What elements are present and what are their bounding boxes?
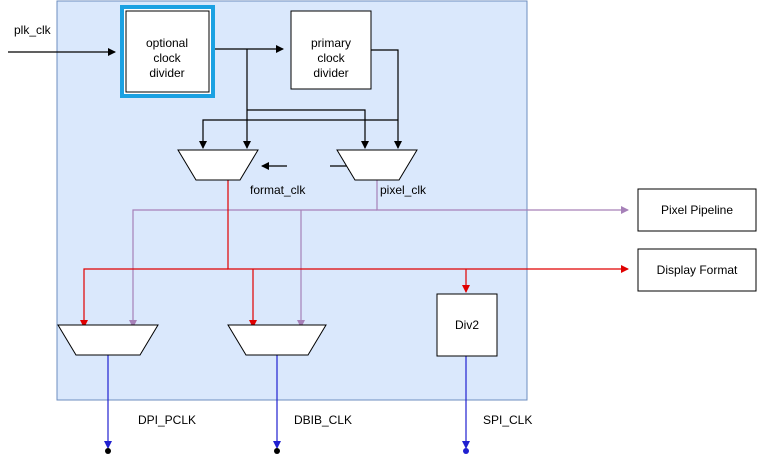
source-clock-wires xyxy=(8,45,402,170)
optional-clock-divider xyxy=(125,10,210,93)
pixel-pipeline-label: Pixel Pipeline xyxy=(661,203,733,217)
optional-divider-line-3: divider xyxy=(149,66,184,80)
display-format-block xyxy=(637,248,757,292)
primary-divider-line-1: primary xyxy=(311,36,351,50)
dpi-pclk-label: DPI_PCLK xyxy=(138,413,196,427)
primary-clock-divider xyxy=(290,10,372,90)
dpi-pclk-mux xyxy=(57,324,159,356)
pixel-clk-label: pixel_clk xyxy=(380,183,427,197)
dbib-clk-label: DBIB_CLK xyxy=(294,413,352,427)
format-clk-wires xyxy=(80,180,629,328)
format-clk-mux xyxy=(177,149,259,181)
display-format-label: Display Format xyxy=(657,263,738,277)
input-clock-label: plk_clk xyxy=(14,23,52,37)
dpi-pclk-terminal xyxy=(105,448,111,454)
spi-clk-terminal xyxy=(463,448,469,454)
spi-clk-label: SPI_CLK xyxy=(483,413,532,427)
div2-block xyxy=(436,293,498,357)
pixel-clk-mux xyxy=(336,149,418,181)
dbib-clk-mux xyxy=(227,324,327,356)
primary-divider-line-2: clock xyxy=(317,51,345,65)
dbib-clk-terminal xyxy=(274,448,280,454)
format-clk-label: format_clk xyxy=(250,183,306,197)
output-clock-wires xyxy=(104,355,470,449)
primary-divider-line-3: divider xyxy=(313,66,348,80)
pixel-pipeline-block xyxy=(637,188,757,232)
optional-divider-line-2: clock xyxy=(153,51,181,65)
div2-label: Div2 xyxy=(455,318,479,332)
optional-divider-line-1: optional xyxy=(146,36,188,50)
